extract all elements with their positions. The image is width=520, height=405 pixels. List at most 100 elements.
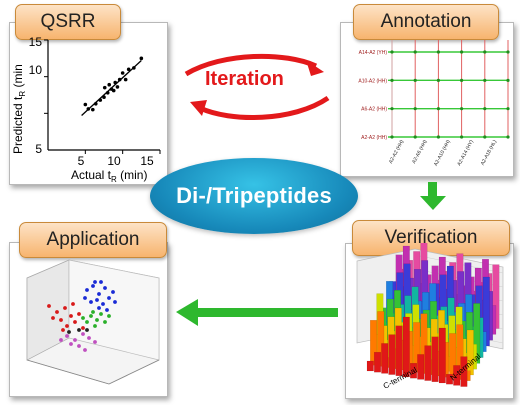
- grid-node: [506, 78, 510, 82]
- grid-node: [460, 135, 464, 139]
- scatter-point: [69, 314, 73, 318]
- scatter-point: [99, 280, 103, 284]
- col-label: A2-A18 (HL): [480, 139, 499, 167]
- x-axis-label: Actual tR (min): [71, 168, 147, 183]
- bar: [410, 363, 417, 379]
- bar: [381, 343, 389, 374]
- verification-3d-bars: C-terminal N-terminal: [356, 243, 504, 391]
- scatter-point: [113, 300, 117, 304]
- scatter-point: [97, 306, 101, 310]
- row-label: A6-A2 (HH): [361, 107, 387, 113]
- data-point: [123, 77, 128, 82]
- scatter-point: [95, 298, 99, 302]
- verification-title: Verification: [384, 227, 478, 248]
- application-3d-scatter: [26, 259, 160, 385]
- grid-node: [483, 50, 487, 54]
- scatter-point: [93, 324, 97, 328]
- left-arrow: [176, 299, 338, 326]
- grid-node: [413, 78, 417, 82]
- grid-node: [460, 107, 464, 111]
- grid-node: [436, 78, 440, 82]
- data-point: [132, 66, 136, 70]
- y-axis-label: Predicted tR (min: [11, 64, 27, 154]
- grid-node: [436, 50, 440, 54]
- bar: [402, 316, 410, 378]
- arrow-bottom-left: [198, 95, 330, 120]
- data-point: [107, 82, 112, 87]
- y-tick-label: 10: [29, 63, 43, 77]
- scatter-point: [47, 304, 51, 308]
- grid-node: [460, 50, 464, 54]
- x-tick-label: 15: [140, 154, 154, 168]
- iteration-arrows: [184, 53, 330, 120]
- row-label: A14-A2 (YH): [359, 50, 388, 56]
- data-point: [113, 80, 117, 85]
- scatter-point: [91, 284, 95, 288]
- grid-node: [436, 107, 440, 111]
- down-arrow: [420, 182, 446, 210]
- data-point: [105, 91, 110, 95]
- qsrr-title: QSRR: [40, 11, 96, 32]
- col-label: A2-A2 (HH): [388, 139, 406, 165]
- scatter-point: [61, 328, 65, 332]
- scatter-point: [97, 292, 101, 296]
- scatter-point: [63, 306, 67, 310]
- axis-line: [108, 359, 160, 385]
- col-label: A2-A6 (HH): [411, 139, 429, 165]
- grid-node: [413, 135, 417, 139]
- grid-node: [483, 107, 487, 111]
- scatter-point: [85, 320, 89, 324]
- grid-node: [483, 78, 487, 82]
- scatter-point: [65, 324, 69, 328]
- bar: [424, 345, 432, 381]
- scatter-point: [73, 338, 77, 342]
- scatter-point: [89, 300, 93, 304]
- scatter-point: [55, 310, 59, 314]
- grid-node: [390, 78, 394, 82]
- scatter-point: [81, 316, 85, 320]
- scatter-point: [67, 330, 71, 334]
- qsrr-panel: [9, 22, 168, 185]
- bar: [453, 365, 461, 386]
- col-label: A2-A14 (HY): [456, 139, 475, 167]
- scatter-point: [77, 344, 81, 348]
- scatter-point: [107, 296, 111, 300]
- bar: [431, 336, 439, 382]
- annotation-title: Annotation: [380, 11, 472, 32]
- data-point: [102, 95, 106, 99]
- data-point: [102, 85, 107, 90]
- bar: [388, 334, 396, 375]
- application-title: Application: [46, 229, 140, 250]
- arrow-top-right: [184, 53, 318, 77]
- scatter-point: [85, 288, 89, 292]
- scatter-point: [77, 328, 81, 332]
- scatter-point: [93, 280, 97, 284]
- row-label: A2-A2 (HH): [361, 135, 387, 141]
- grid-node: [413, 50, 417, 54]
- grid-node: [436, 135, 440, 139]
- scatter-point: [81, 332, 85, 336]
- scatter-point: [73, 320, 77, 324]
- y-tick-label: 15: [29, 35, 43, 49]
- data-point: [117, 77, 122, 82]
- grid-node: [506, 135, 510, 139]
- data-point: [115, 85, 120, 89]
- scatter-point: [59, 318, 63, 322]
- annotation-grid: A14-A2 (YH)A10-A2 (HH)A6-A2 (HH)A2-A2 (H…: [358, 40, 510, 167]
- grid-node: [390, 107, 394, 111]
- data-point: [139, 56, 144, 61]
- bar: [395, 325, 403, 376]
- bar: [374, 352, 381, 373]
- scatter-point: [103, 286, 107, 290]
- x-tick-label: 10: [107, 154, 121, 168]
- scatter-point: [89, 314, 93, 318]
- grid-node: [413, 107, 417, 111]
- verification-header: Verification: [352, 220, 510, 256]
- col-label: A2-A10 (HH): [433, 139, 452, 167]
- scatter-point: [59, 338, 63, 342]
- scatter-point: [111, 290, 115, 294]
- data-point: [98, 98, 103, 102]
- scatter-point: [99, 312, 103, 316]
- iteration-label: Iteration: [205, 68, 284, 90]
- grid-node: [506, 50, 510, 54]
